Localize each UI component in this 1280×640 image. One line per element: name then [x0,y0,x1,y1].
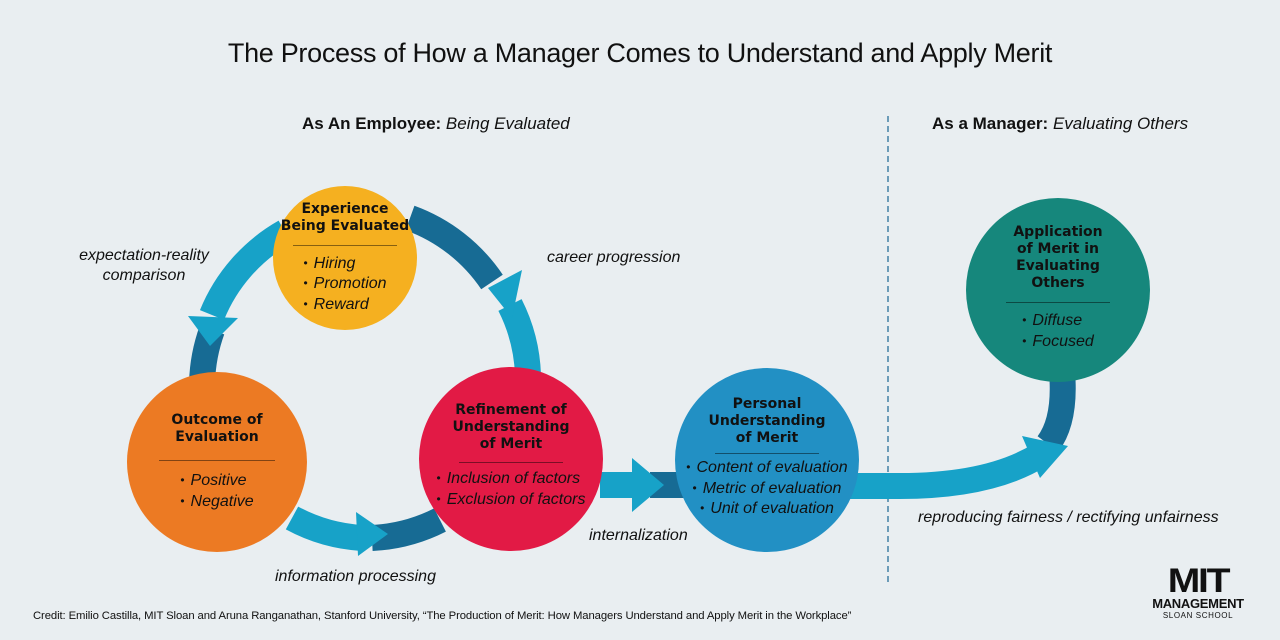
node-title-line: Understanding [452,419,570,435]
node-divider [715,453,819,455]
node-title-line: Being Evaluated [280,217,410,234]
node-items: Positive Negative [180,471,254,513]
node-divider [1006,302,1110,303]
section-heading-italic: Being Evaluated [445,114,570,133]
arrow-fairness-dark [1037,370,1076,452]
node-divider [159,460,275,461]
node-item: Unit of evaluation [686,499,847,520]
node-title-line: Refinement of [455,402,567,418]
node-title-line: Personal [732,396,802,413]
node-personal: Personal Understanding of Merit Content … [675,368,859,552]
label-line: expectation-reality [79,247,209,264]
mit-sloan-logo: MIT MANAGEMENT SLOAN SCHOOL [1148,564,1248,621]
node-experience: Experience Being Evaluated Hiring Promot… [273,186,417,330]
node-refinement: Refinement of Understanding of Merit Inc… [419,367,603,551]
node-outcome: Outcome of Evaluation Positive Negative [127,372,307,552]
section-heading-bold: As a Manager: [932,114,1049,133]
section-heading-italic: Evaluating Others [1052,114,1189,133]
label-line: comparison [102,267,186,284]
node-title: Refinement of Understanding of Merit [452,402,569,453]
node-title-line: of Merit in [1016,241,1100,257]
node-items: Diffuse Focused [1022,311,1094,353]
node-title: Outcome of Evaluation [171,412,262,446]
node-item: Reward [303,295,386,316]
node-title-line: Evaluating [1016,258,1100,274]
arrowhead-up-right-icon [1022,436,1068,478]
node-title-line: Evaluation [175,429,259,445]
node-title-line: Experience [301,200,389,217]
node-title-line: Outcome of [171,412,263,428]
node-application: Application of Merit in Evaluating Other… [966,198,1150,382]
section-heading-employee: As An Employee: Being Evaluated [302,114,570,134]
credit-line: Credit: Emilio Castilla, MIT Sloan and A… [33,610,852,622]
node-item: Hiring [303,254,386,275]
arrowhead-right-icon [632,458,664,512]
node-item: Promotion [303,274,387,295]
node-title: Application of Merit in Evaluating Other… [1013,224,1102,292]
page-title: The Process of How a Manager Comes to Un… [227,38,1053,68]
label-expectation-reality: expectation-reality comparison [74,246,214,286]
arrowhead-up-right-icon [488,270,522,318]
logo-management: MANAGEMENT [1152,596,1244,611]
section-heading-bold: As An Employee: [302,114,442,133]
arrowhead-down-left-icon [188,316,238,346]
node-title: Experience Being Evaluated [281,201,409,235]
arrow-fairness [850,443,1047,499]
node-title-line: Understanding [708,413,826,430]
node-items: Hiring Promotion Reward [303,254,387,316]
node-divider [459,462,563,463]
label-career-progression: career progression [547,249,681,266]
node-title: Personal Understanding of Merit [708,396,825,447]
logo-school: SLOAN SCHOOL [1162,611,1234,620]
node-title-line: of Merit [735,430,799,447]
node-item: Metric of evaluation [686,479,847,500]
label-internalization: internalization [589,527,688,544]
node-title-line: of Merit [479,436,543,452]
node-item: Inclusion of factors [437,469,586,490]
label-information-processing: information processing [275,568,436,585]
node-item: Exclusion of factors [437,490,586,511]
node-title-line: Others [1031,275,1085,291]
node-items: Content of evaluation Metric of evaluati… [686,458,847,520]
node-item: Content of evaluation [686,458,847,479]
arrowhead-right-bottom-icon [356,512,388,556]
node-divider [293,244,397,246]
node-title-line: Application [1013,224,1103,240]
node-item: Focused [1022,332,1093,353]
label-fairness: reproducing fairness / rectifying unfair… [918,509,1219,526]
node-item: Positive [180,471,253,492]
node-item: Diffuse [1022,311,1094,332]
node-item: Negative [180,492,254,513]
section-heading-manager: As a Manager: Evaluating Others [932,114,1188,134]
logo-mit: MIT [1167,562,1231,600]
node-items: Inclusion of factors Exclusion of factor… [437,469,586,510]
